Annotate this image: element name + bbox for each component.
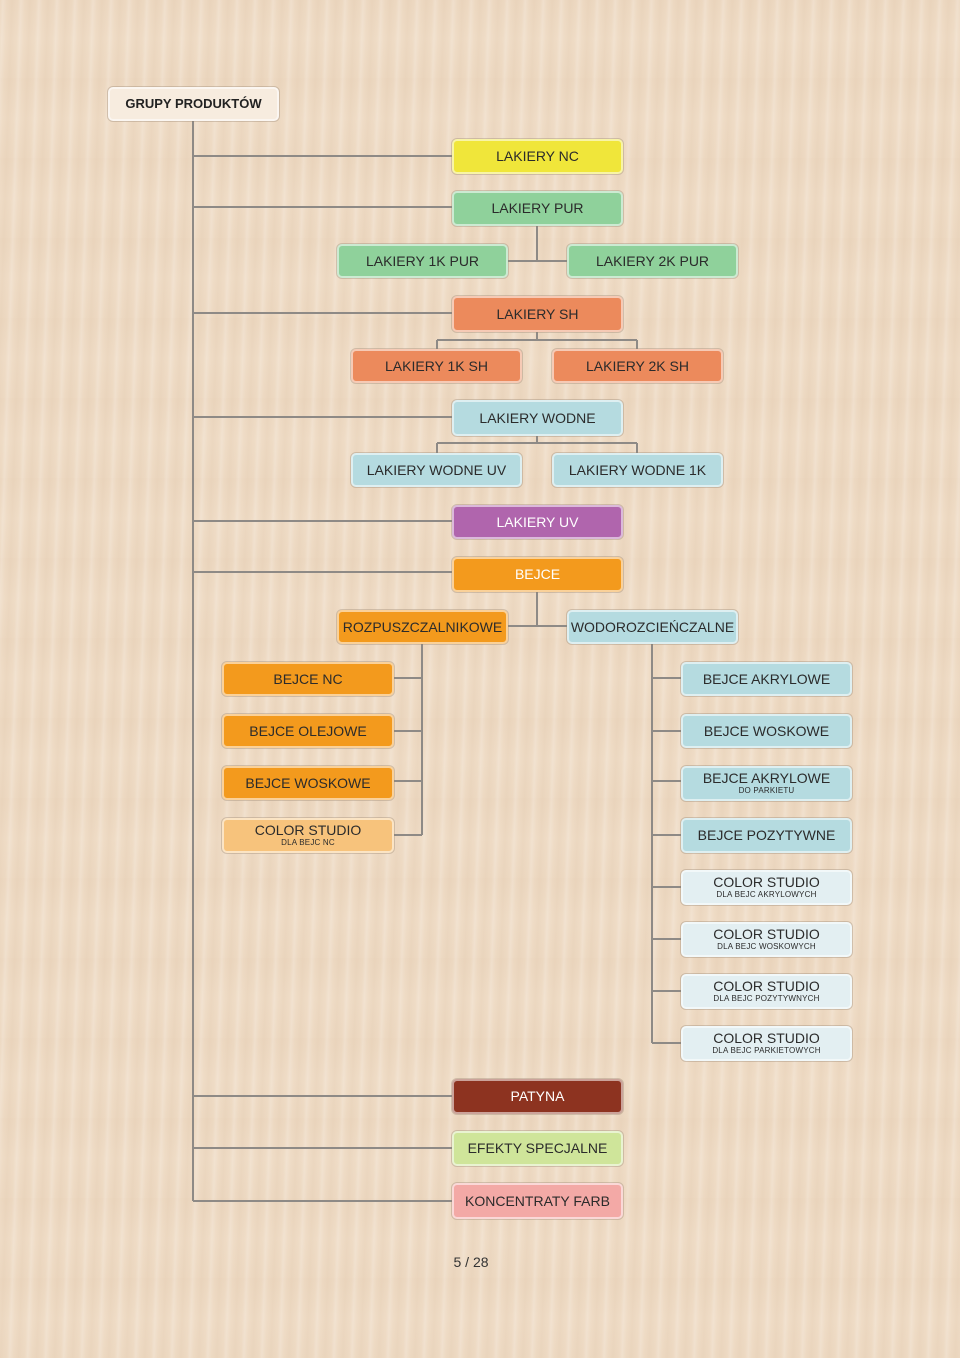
node-bejce-woskowe-rozp[interactable]: BEJCE WOSKOWE <box>222 766 394 800</box>
node-lakiery-wodne-uv[interactable]: LAKIERY WODNE UV <box>351 453 522 487</box>
node-bejce-olejowe[interactable]: BEJCE OLEJOWE <box>222 714 394 748</box>
node-lakiery-nc[interactable]: LAKIERY NC <box>452 139 623 174</box>
node-label: EFEKTY SPECJALNE <box>467 1140 608 1157</box>
node-color-studio-nc[interactable]: COLOR STUDIO DLA BEJC NC <box>222 818 394 853</box>
node-sublabel: DLA BEJC WOSKOWYCH <box>717 942 816 952</box>
node-rozpuszczalnikowe[interactable]: ROZPUSZCZALNIKOWE <box>337 610 508 644</box>
node-cs-woskowych[interactable]: COLOR STUDIO DLA BEJC WOSKOWYCH <box>681 922 852 957</box>
node-label: BEJCE AKRYLOWE <box>702 770 831 787</box>
node-sublabel: DLA BEJC AKRYLOWYCH <box>716 890 817 900</box>
node-bejce[interactable]: BEJCE <box>452 557 623 592</box>
node-label: BEJCE POZYTYWNE <box>697 827 836 844</box>
node-label: KONCENTRATY FARB <box>465 1192 610 1209</box>
node-label: WODOROZCIEŃCZALNE <box>570 618 735 635</box>
node-label: LAKIERY 1K PUR <box>365 252 480 269</box>
node-cs-parkietowych[interactable]: COLOR STUDIO DLA BEJC PARKIETOWYCH <box>681 1026 852 1061</box>
node-lakiery-1k-sh[interactable]: LAKIERY 1K SH <box>351 349 522 383</box>
node-label: BEJCE NC <box>273 670 343 687</box>
node-label: COLOR STUDIO <box>713 1030 820 1047</box>
node-bejce-akrylowe-parkiet[interactable]: BEJCE AKRYLOWE DO PARKIETU <box>681 766 852 801</box>
node-label: BEJCE <box>514 566 561 583</box>
node-label: LAKIERY WODNE 1K <box>568 461 707 478</box>
node-label: PATYNA <box>510 1088 565 1105</box>
node-lakiery-1k-pur[interactable]: LAKIERY 1K PUR <box>337 244 508 278</box>
node-lakiery-2k-pur[interactable]: LAKIERY 2K PUR <box>567 244 738 278</box>
node-lakiery-pur[interactable]: LAKIERY PUR <box>452 191 623 226</box>
node-label: BEJCE OLEJOWE <box>249 722 367 739</box>
node-label: LAKIERY SH <box>496 305 579 322</box>
node-bejce-akrylowe[interactable]: BEJCE AKRYLOWE <box>681 662 852 696</box>
node-lakiery-sh[interactable]: LAKIERY SH <box>452 296 623 332</box>
node-label: BEJCE WOSKOWE <box>703 722 830 739</box>
node-label: LAKIERY 2K PUR <box>595 252 710 269</box>
node-bejce-pozytywne[interactable]: BEJCE POZYTYWNE <box>681 818 852 853</box>
node-lakiery-2k-sh[interactable]: LAKIERY 2K SH <box>552 349 723 383</box>
node-sublabel: DLA BEJC PARKIETOWYCH <box>712 1046 821 1056</box>
node-label: COLOR STUDIO <box>713 978 820 995</box>
node-patyna[interactable]: PATYNA <box>452 1079 623 1114</box>
root-label: GRUPY PRODUKTÓW <box>125 96 262 112</box>
node-lakiery-wodne[interactable]: LAKIERY WODNE <box>452 400 623 436</box>
node-label: LAKIERY NC <box>496 148 579 165</box>
node-label: ROZPUSZCZALNIKOWE <box>342 618 503 635</box>
node-label: LAKIERY PUR <box>491 200 584 217</box>
node-label: LAKIERY WODNE UV <box>366 461 507 478</box>
node-bejce-nc[interactable]: BEJCE NC <box>222 662 394 696</box>
node-lakiery-uv[interactable]: LAKIERY UV <box>452 505 623 539</box>
node-sublabel: DLA BEJC POZYTYWNYCH <box>713 994 820 1004</box>
node-label: LAKIERY WODNE <box>479 409 596 426</box>
page-number: 5 / 28 <box>453 1254 489 1270</box>
node-label: LAKIERY 1K SH <box>385 357 488 374</box>
node-label: LAKIERY 2K SH <box>586 357 689 374</box>
node-label: COLOR STUDIO <box>254 822 362 839</box>
node-label: BEJCE AKRYLOWE <box>702 670 831 687</box>
node-bejce-woskowe-wodo[interactable]: BEJCE WOSKOWE <box>681 714 852 748</box>
node-label: COLOR STUDIO <box>713 874 820 891</box>
node-sublabel: DLA BEJC NC <box>281 838 335 848</box>
node-sublabel: DO PARKIETU <box>738 786 795 796</box>
node-koncentraty-farb[interactable]: KONCENTRATY FARB <box>452 1183 623 1219</box>
node-efekty-specjalne[interactable]: EFEKTY SPECJALNE <box>452 1131 623 1166</box>
node-label: BEJCE WOSKOWE <box>245 774 371 791</box>
node-cs-akrylowych[interactable]: COLOR STUDIO DLA BEJC AKRYLOWYCH <box>681 870 852 905</box>
node-wodorozcienczalne[interactable]: WODOROZCIEŃCZALNE <box>567 610 738 644</box>
node-label: COLOR STUDIO <box>713 926 820 943</box>
root-node: GRUPY PRODUKTÓW <box>108 87 279 121</box>
node-cs-pozytywnych[interactable]: COLOR STUDIO DLA BEJC POZYTYWNYCH <box>681 974 852 1009</box>
node-lakiery-wodne-1k[interactable]: LAKIERY WODNE 1K <box>552 453 723 487</box>
node-label: LAKIERY UV <box>496 513 579 530</box>
